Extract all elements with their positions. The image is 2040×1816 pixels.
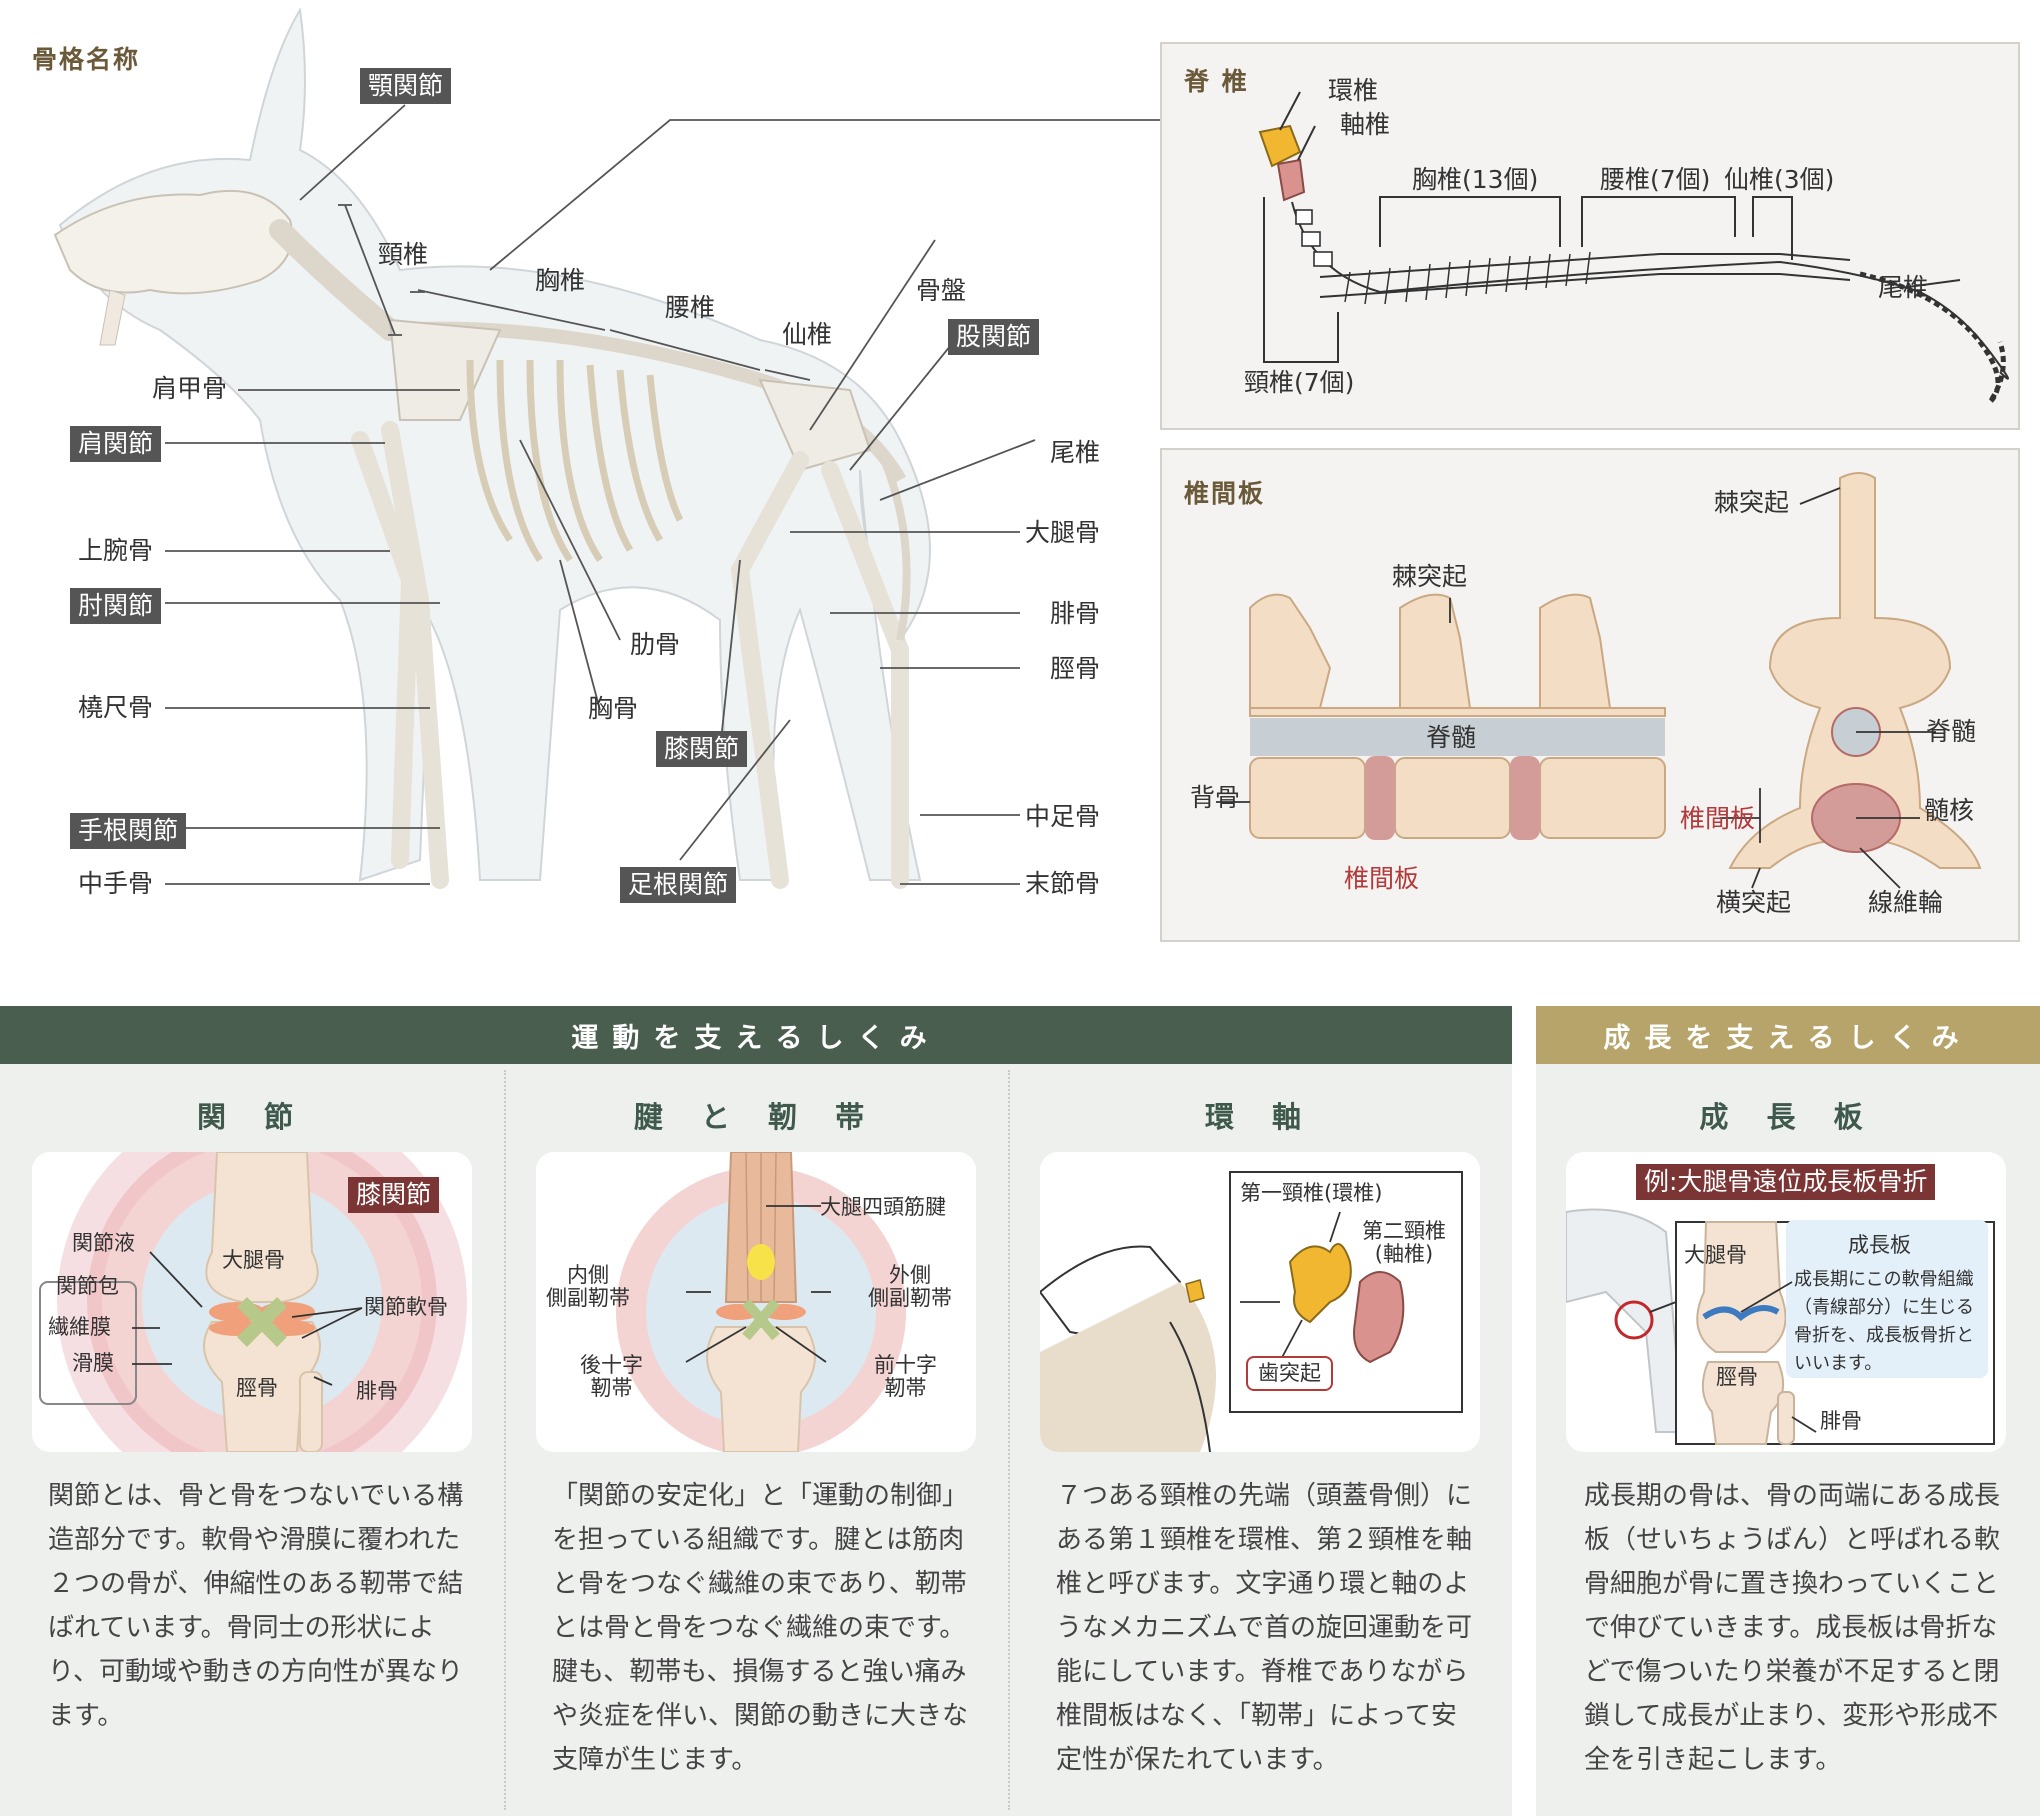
label-fibula: 腓骨 — [1050, 599, 1101, 628]
spine-atlas: 環椎 — [1328, 76, 1379, 105]
growth-plate-illustration — [1566, 1208, 1995, 1445]
tag-hip-joint: 股関節 — [948, 319, 1040, 355]
tag-carpal-joint: 手根関節 — [70, 813, 187, 849]
growth-fibula: 腓骨 — [1820, 1409, 1862, 1433]
tag-elbow-joint: 肘関節 — [70, 588, 162, 624]
spine-lumbar: 腰椎(7個) — [1600, 165, 1711, 194]
tendon-quadriceps: 大腿四頭筋腱 — [820, 1195, 946, 1219]
motion-band: 運動を支えるしくみ — [0, 1006, 1512, 1064]
disc-panel-title: 椎間板 — [1184, 479, 1266, 508]
label-radius-ulna: 橈尺骨 — [78, 693, 154, 722]
joint-femur: 大腿骨 — [222, 1248, 285, 1272]
joint-fluid: 関節液 — [72, 1231, 135, 1255]
tendon-posterior: 後十字 靭帯 — [580, 1353, 643, 1401]
label-cervical: 頸椎 — [378, 240, 429, 269]
disc-spinous-side: 棘突起 — [1392, 562, 1468, 591]
column-divider-1 — [504, 1070, 506, 1810]
spine-sacral: 仙椎(3個) — [1724, 165, 1835, 194]
knee-joint-illustration — [39, 1152, 467, 1452]
atlas-description: ７つある頸椎の先端（頭蓋骨側）にある第１頸椎を環椎、第２頸椎を軸椎と呼びます。文… — [1056, 1481, 1473, 1775]
disc-intervertebral-side: 椎間板 — [1344, 864, 1420, 893]
skeleton-title: 骨格名称 — [32, 45, 141, 74]
dog-skeleton-illustration — [53, 7, 1160, 889]
atlas-c2: 第二頸椎 (軸椎) — [1362, 1219, 1446, 1267]
joint-fibrous: 繊維膜 — [48, 1315, 111, 1339]
label-femur: 大腿骨 — [1025, 518, 1101, 547]
label-humerus: 上腕骨 — [78, 536, 154, 565]
tag-knee-joint: 膝関節 — [656, 731, 748, 767]
tag-shoulder-joint: 肩関節 — [70, 426, 162, 462]
label-pelvis: 骨盤 — [916, 276, 967, 305]
atlas-card — [1040, 1152, 1480, 1452]
tag-tarsal-joint: 足根関節 — [620, 867, 737, 903]
tendon-description: 「関節の安定化」と「運動の制御」を担っている組織です。腱とは筋肉と骨をつなぐ繊維… — [552, 1481, 969, 1775]
label-metatarsal: 中足骨 — [1025, 802, 1101, 831]
atlas-title: 環 軸 — [1204, 1100, 1316, 1134]
spine-axis: 軸椎 — [1340, 110, 1391, 139]
disc-spinal-cord-side: 脊髄 — [1426, 723, 1477, 752]
disc-spinous-front: 棘突起 — [1714, 488, 1790, 517]
growth-band: 成長を支えるしくみ — [1536, 1006, 2040, 1064]
label-lumbar: 腰椎 — [665, 293, 716, 322]
tendon-card — [536, 1152, 976, 1452]
atlas-dens: 歯突起 — [1246, 1356, 1333, 1392]
label-sacral: 仙椎 — [782, 320, 833, 349]
label-rib: 肋骨 — [630, 630, 681, 659]
tendon-ligament-illustration — [616, 1152, 906, 1452]
label-phalanx: 末節骨 — [1025, 869, 1101, 898]
label-metacarpal: 中手骨 — [78, 869, 154, 898]
joint-card — [32, 1152, 472, 1452]
joint-knee-tag: 膝関節 — [348, 1177, 440, 1213]
atlas-c1: 第一頸椎(環椎) — [1240, 1181, 1383, 1205]
spine-thoracic: 胸椎(13個) — [1412, 165, 1539, 194]
growth-description: 成長期の骨は、骨の両端にある成長板（せいちょうばん）と呼ばれる軟骨細胞が骨に置き… — [1584, 1481, 2001, 1775]
growth-card — [1566, 1152, 2006, 1452]
growth-title: 成 長 板 — [1699, 1100, 1877, 1134]
spine-illustration — [1258, 91, 2009, 404]
disc-back-bone: 背骨 — [1190, 783, 1241, 812]
tendon-lateral: 外側 側副靭帯 — [868, 1263, 952, 1311]
tendon-title: 腱 と 靭 帯 — [633, 1100, 879, 1134]
growth-tibia: 脛骨 — [1716, 1365, 1758, 1389]
label-tail: 尾椎 — [1050, 438, 1101, 467]
label-tibia: 脛骨 — [1050, 654, 1101, 683]
label-scapula: 肩甲骨 — [152, 374, 228, 403]
joint-description: 関節とは、骨と骨をつないでいる構造部分です。軟骨や滑膜に覆われた２つの骨が、伸縮… — [48, 1481, 464, 1731]
disc-transverse: 横突起 — [1716, 888, 1792, 917]
disc-intervertebral-front: 椎間板 — [1680, 804, 1756, 833]
growth-example-tag: 例:大腿骨遠位成長板骨折 — [1636, 1164, 1936, 1200]
disc-illustration — [1216, 472, 1982, 889]
tag-jaw-joint: 顎関節 — [360, 68, 452, 104]
spine-tail: 尾椎 — [1878, 273, 1929, 302]
column-divider-2 — [1008, 1070, 1010, 1810]
tendon-medial: 内側 側副靭帯 — [546, 1263, 630, 1311]
growth-note-text: 成長期にこの軟骨組織（青線部分）に生じる骨折を、成長板骨折といいます。 — [1794, 1269, 1974, 1374]
spine-cervical: 頸椎(7個) — [1244, 368, 1355, 397]
disc-annulus: 線維輪 — [1868, 888, 1944, 917]
label-thoracic: 胸椎 — [535, 266, 586, 295]
joint-synovial: 滑膜 — [72, 1351, 114, 1375]
growth-femur: 大腿骨 — [1684, 1243, 1747, 1267]
joint-capsule: 関節包 — [56, 1274, 119, 1298]
joint-tibia: 脛骨 — [236, 1376, 278, 1400]
joint-fibula: 腓骨 — [356, 1379, 398, 1403]
spine-panel-title: 脊 椎 — [1184, 67, 1249, 96]
label-sternum: 胸骨 — [588, 694, 639, 723]
growth-note-title: 成長板 — [1848, 1233, 1911, 1257]
joint-cartilage: 関節軟骨 — [364, 1295, 448, 1319]
joint-title: 関 節 — [196, 1100, 308, 1134]
tendon-anterior: 前十字 靭帯 — [874, 1353, 937, 1401]
disc-spinal-cord-front: 脊髄 — [1926, 717, 1977, 746]
disc-nucleus: 髄核 — [1924, 796, 1975, 825]
atlas-axis-illustration — [1040, 1171, 1463, 1452]
